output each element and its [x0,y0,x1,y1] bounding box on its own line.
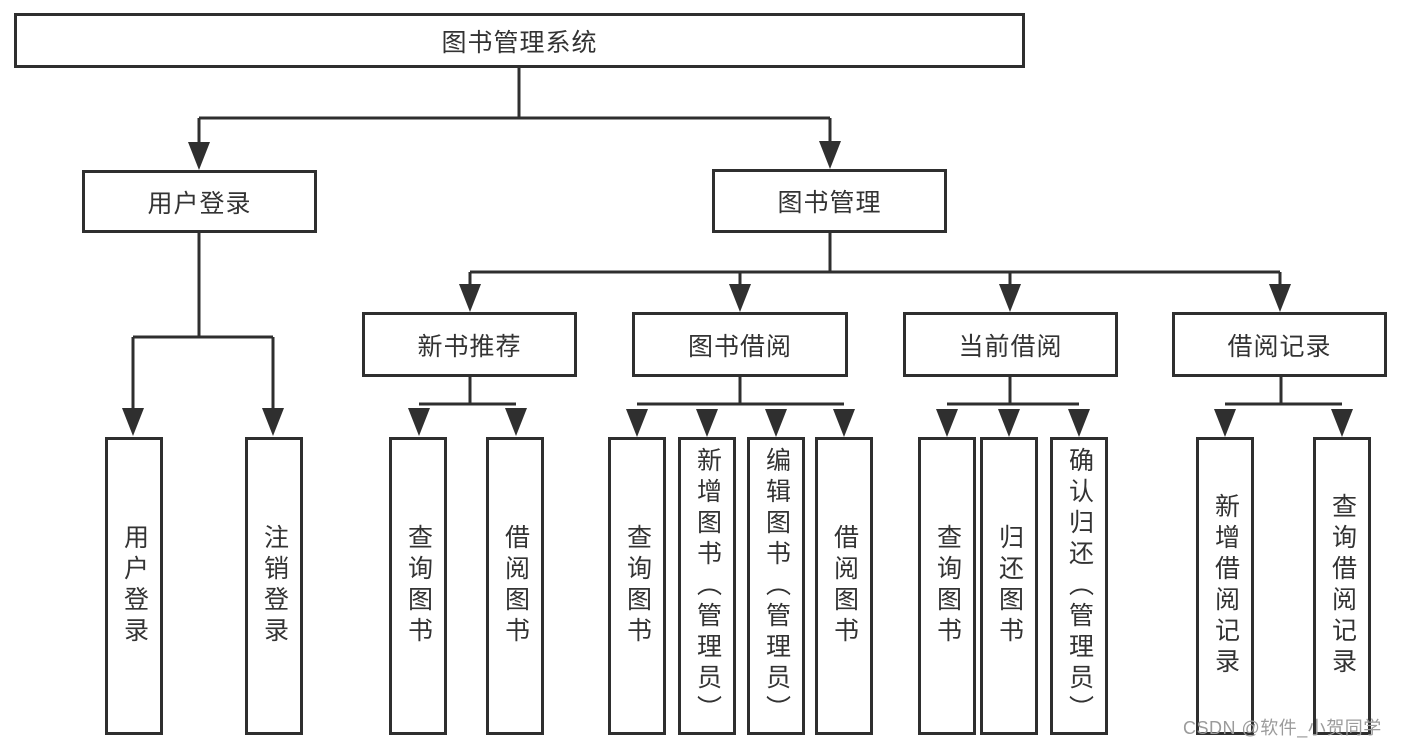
arrowhead [1214,409,1236,437]
leaf-query-borrow-record: 查询借阅记录 [1313,437,1371,735]
arrowhead [729,284,751,312]
leaf-label: 借阅图书 [501,524,530,648]
arrowhead [1331,409,1353,437]
node-label: 新书推荐 [417,332,522,361]
node-user-login: 用户登录 [82,170,317,233]
leaf-label: 新增图书（管理员） [693,446,722,726]
node-new-book-recommendation: 新书推荐 [362,312,577,377]
leaf-edit-books-admin: 编辑图书（管理员） [747,437,805,735]
leaf-label: 用户登录 [120,524,149,648]
leaf-label: 确认归还（管理员） [1065,446,1094,726]
leaf-label: 新增借阅记录 [1211,493,1240,679]
leaf-add-books-admin: 新增图书（管理员） [678,437,736,735]
node-current-borrowing: 当前借阅 [903,312,1118,377]
node-label: 借阅记录 [1227,332,1332,361]
leaf-user-login: 用户登录 [105,437,163,735]
leaf-recommend-borrow-books: 借阅图书 [486,437,544,735]
arrowhead [505,408,527,436]
leaf-return-books: 归还图书 [980,437,1038,735]
arrowhead [262,408,284,436]
arrowhead [1269,284,1291,312]
arrowhead [936,409,958,437]
leaf-label: 查询图书 [404,524,433,648]
node-label: 图书管理 [777,189,882,217]
arrowhead [626,409,648,437]
node-label: 当前借阅 [958,332,1063,361]
arrowhead [833,409,855,437]
node-book-borrowing: 图书借阅 [632,312,848,377]
leaf-label: 注销登录 [260,524,289,648]
node-label: 图书管理系统 [441,28,598,57]
leaf-current-query-books: 查询图书 [918,437,976,735]
leaf-add-borrow-record: 新增借阅记录 [1196,437,1254,735]
node-library-management-system: 图书管理系统 [14,13,1025,68]
leaf-borrowing-query-books: 查询图书 [608,437,666,735]
leaf-confirm-return-admin: 确认归还（管理员） [1050,437,1108,735]
arrowhead [765,409,787,437]
arrowhead [819,141,841,169]
leaf-logout: 注销登录 [245,437,303,735]
arrowhead [408,408,430,436]
leaf-recommend-query-books: 查询图书 [389,437,447,735]
leaf-label: 编辑图书（管理员） [762,446,791,726]
arrowhead [188,142,210,170]
arrowhead [696,409,718,437]
watermark: CSDN @软件_小贺同学 [1183,718,1382,738]
node-label: 用户登录 [147,189,252,218]
leaf-label: 查询借阅记录 [1328,493,1357,679]
leaf-label: 归还图书 [995,524,1024,648]
node-borrowing-records: 借阅记录 [1172,312,1387,377]
arrowhead [998,409,1020,437]
arrowhead [1068,409,1090,437]
leaf-label: 借阅图书 [830,524,859,648]
leaf-borrowing-borrow-books: 借阅图书 [815,437,873,735]
arrowhead [999,284,1021,312]
leaf-label: 查询图书 [933,524,962,648]
node-label: 图书借阅 [687,332,792,361]
leaf-label: 查询图书 [623,524,652,648]
arrowhead [122,408,144,436]
node-book-management: 图书管理 [712,169,947,233]
arrowhead [459,284,481,312]
